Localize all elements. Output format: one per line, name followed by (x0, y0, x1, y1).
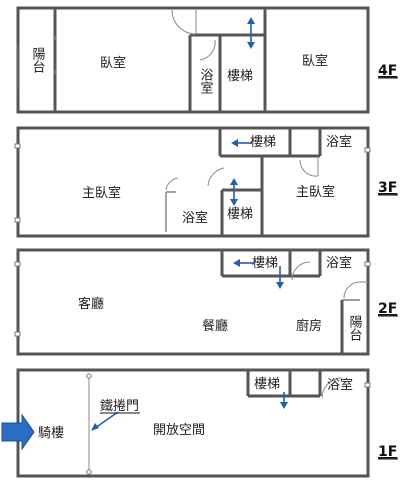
floor-label-1f: 1F (378, 444, 397, 460)
floor-label-3f: 3F (378, 180, 397, 196)
arcade-label-1f: 騎樓 (38, 426, 64, 441)
floor-label-4f: 4F (378, 63, 397, 79)
rolling-door-label-1f: 鐵捲門 (100, 398, 139, 414)
floor-3f-outline (16, 126, 370, 238)
bedroom-right-label-4f: 臥室 (302, 53, 328, 69)
bathroom-mid-label-3f: 浴室 (182, 210, 208, 226)
balcony-label-2f: 陽台 (347, 315, 362, 341)
floor-3f: 樓梯 浴室 主臥室 主臥室 浴室 樓梯 3F (14, 126, 398, 238)
master-bedroom-left-label-3f: 主臥室 (82, 185, 121, 201)
stairs-mid-label-3f: 樓梯 (227, 207, 253, 222)
bathroom-label-4f: 浴室 (198, 68, 214, 94)
dining-room-label-2f: 餐廳 (202, 318, 228, 334)
stairs-label-2f: 樓梯 (252, 256, 278, 271)
stairs-label-4f: 樓梯 (227, 69, 253, 84)
kitchen-label-2f: 廚房 (296, 318, 322, 334)
open-space-label-1f: 開放空間 (153, 423, 205, 438)
floor-2f: 樓梯 浴室 客廳 餐廳 廚房 陽台 2F (14, 248, 398, 356)
bathroom-right-label-3f: 浴室 (326, 134, 352, 150)
floor-4f: 陽台 臥室 浴室 樓梯 臥室 4F (16, 6, 398, 114)
floor-1f: 樓梯 浴室 騎樓 鐵捲門 開放空間 1F (1, 368, 398, 478)
master-bedroom-right-label-3f: 主臥室 (296, 184, 335, 200)
stairs-label-1f: 樓梯 (254, 377, 280, 392)
floor-label-2f: 2F (378, 301, 397, 317)
bathroom-label-1f: 浴室 (327, 377, 353, 393)
entrance-arrow-icon (1, 413, 35, 451)
balcony-label-4f: 陽台 (30, 47, 45, 73)
bedroom-left-label-4f: 臥室 (100, 55, 126, 71)
living-room-label-2f: 客廳 (78, 296, 104, 312)
bathroom-label-2f: 浴室 (326, 255, 352, 271)
floor-2f-outline (16, 248, 370, 356)
stairs-top-label-3f: 樓梯 (250, 135, 276, 150)
